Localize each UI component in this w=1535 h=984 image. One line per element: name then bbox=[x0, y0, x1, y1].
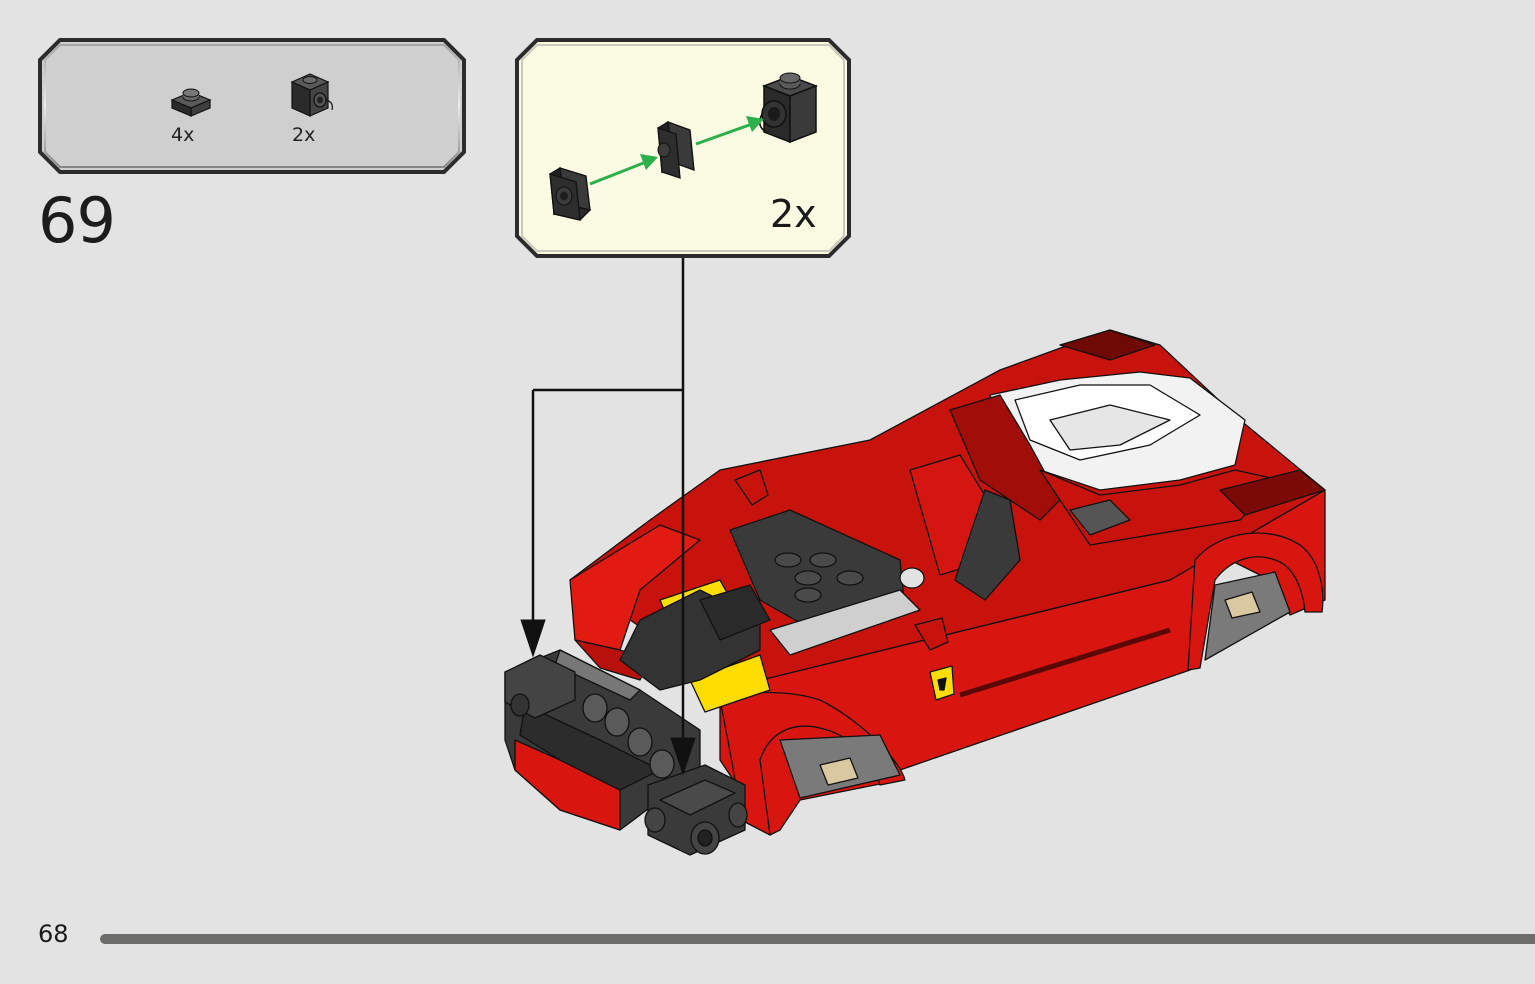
callout-lines bbox=[531, 258, 685, 742]
car-body bbox=[504, 329, 1326, 856]
part-quantity: 2x bbox=[292, 124, 316, 146]
green-arrow-icon bbox=[589, 154, 658, 186]
dark-gray-brick-1x1-clip-icon bbox=[759, 72, 819, 144]
dark-gray-plate-1x1-icon bbox=[657, 120, 695, 179]
page-progress-bar bbox=[100, 934, 1535, 944]
page-number: 68 bbox=[38, 920, 69, 948]
callout-arrows bbox=[520, 619, 696, 776]
subassembly-quantity: 2x bbox=[770, 192, 817, 236]
part-quantity: 4x bbox=[171, 124, 195, 146]
step-number: 69 bbox=[38, 184, 116, 257]
dark-gray-brick-1x1-icon bbox=[549, 166, 592, 221]
green-arrow-icon bbox=[695, 116, 764, 146]
dark-gray-brick-1x1-clip-icon bbox=[290, 73, 333, 117]
dark-gray-plate-1x1-icon bbox=[170, 88, 212, 117]
parts-list-box bbox=[38, 38, 466, 174]
